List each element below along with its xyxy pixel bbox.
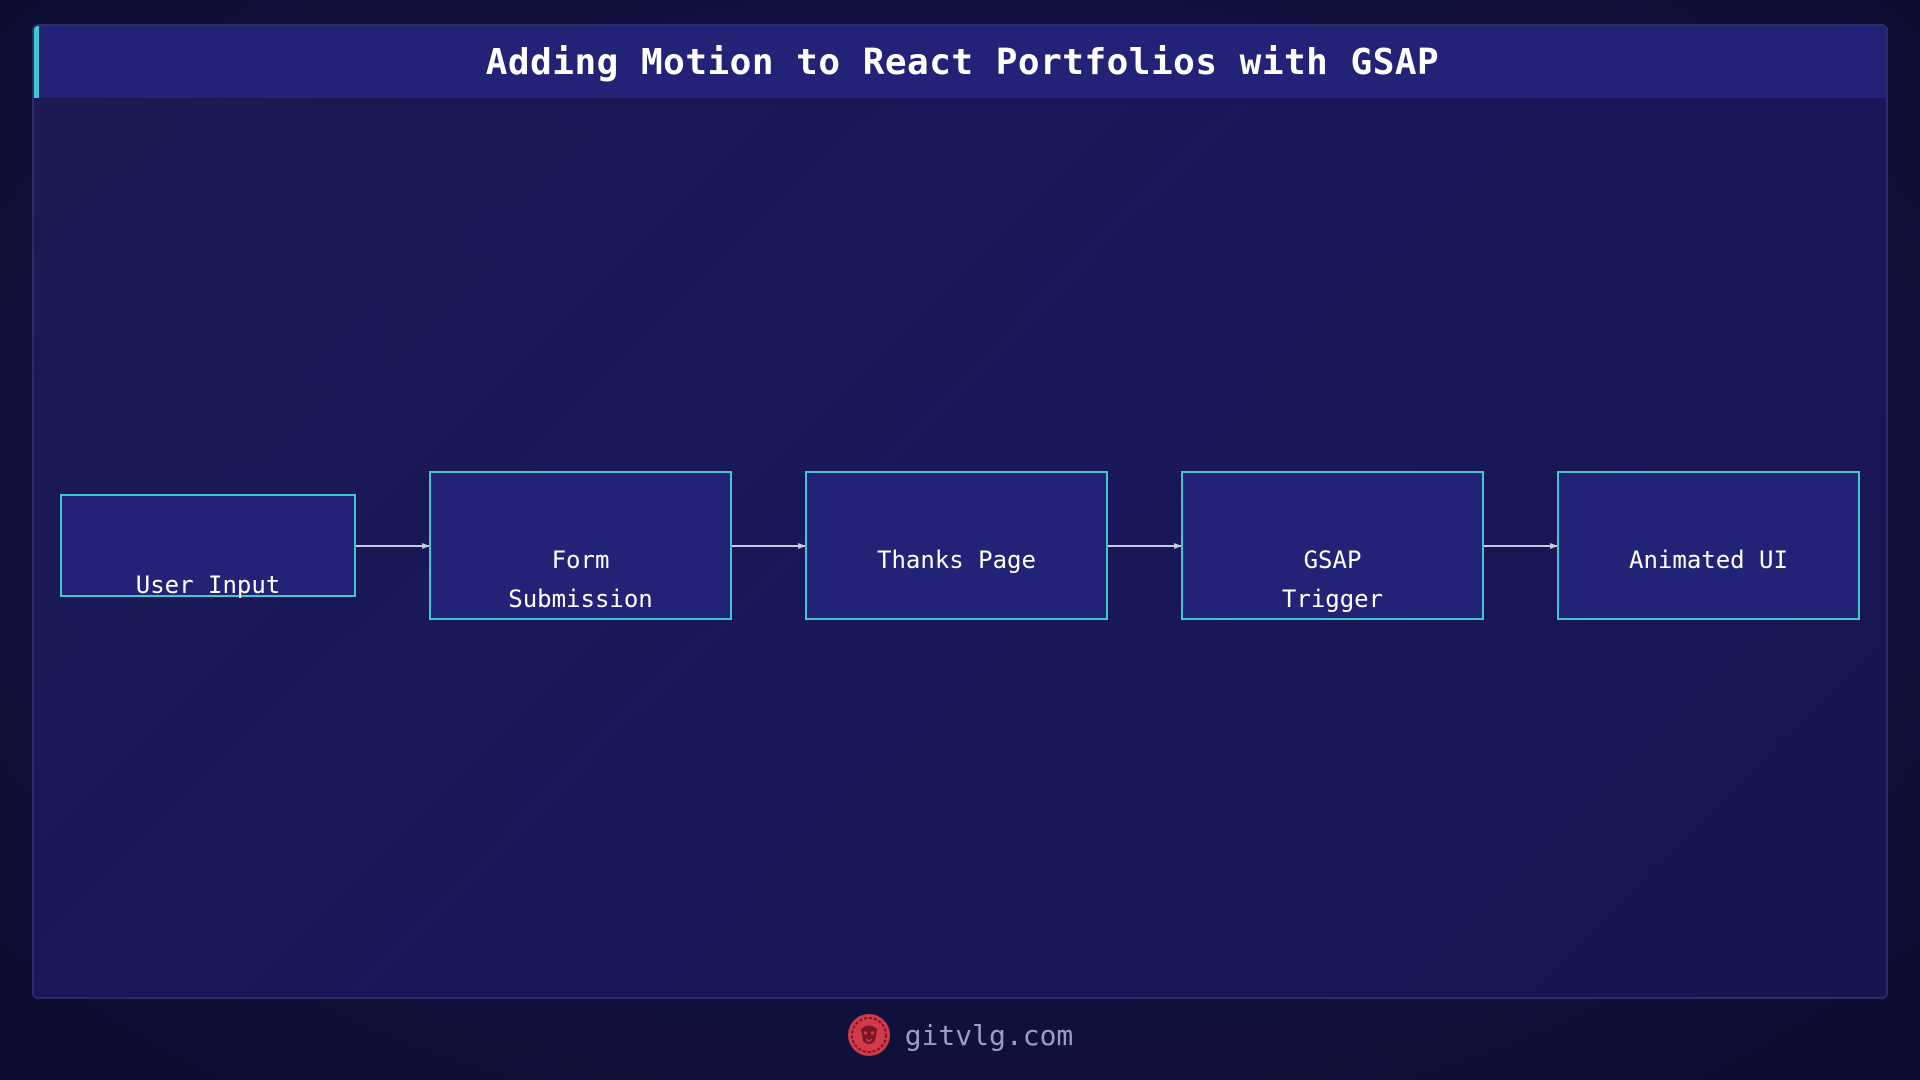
- node-user-input: User Input: [60, 494, 356, 599]
- page-title: Adding Motion to React Portfolios with G…: [485, 41, 1440, 83]
- node-label-gsap-trigger: GSAP Trigger: [1281, 546, 1384, 613]
- lion-logo-icon: [847, 1014, 890, 1056]
- node-gsap-trigger: GSAP Trigger: [1181, 471, 1484, 620]
- node-animated-ui: Animated UI: [1557, 471, 1860, 620]
- node-label-animated-ui: Animated UI: [1629, 546, 1788, 574]
- node-form-submission: Form Submission: [429, 471, 732, 620]
- node-label-form-submission: Form Submission: [508, 546, 653, 613]
- node-thanks-page: Thanks Page: [805, 471, 1108, 620]
- footer: gitvlg.com: [0, 1010, 1920, 1060]
- footer-site-link[interactable]: gitvlg.com: [904, 1018, 1074, 1052]
- node-label-thanks-page: Thanks Page: [877, 546, 1036, 574]
- header-bar: Adding Motion to React Portfolios with G…: [34, 26, 1886, 98]
- node-label-user-input: User Input: [135, 571, 281, 599]
